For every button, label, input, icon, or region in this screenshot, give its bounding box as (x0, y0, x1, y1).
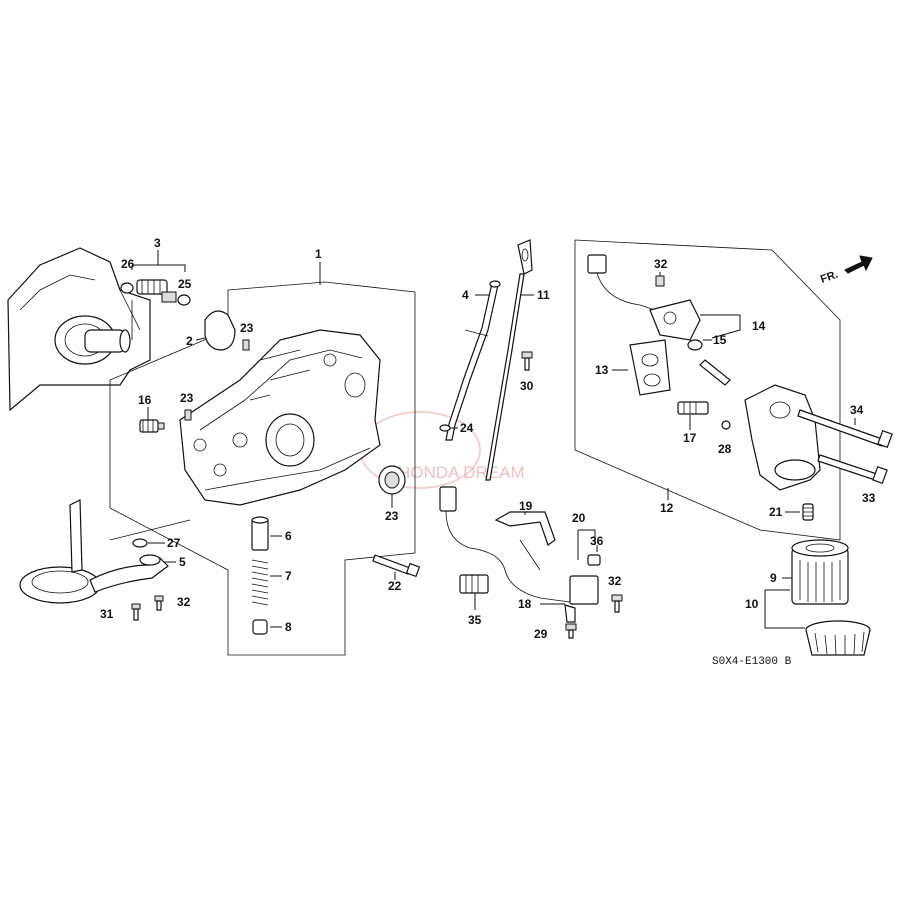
front-direction-label: FR. (819, 268, 840, 285)
dowel-pin-23a (242, 339, 250, 351)
dipstick-tube-4 (445, 280, 501, 441)
gasket-13 (629, 339, 671, 396)
screen-filter-17 (677, 359, 731, 415)
leader-10 (764, 589, 805, 629)
callout-32b: 32 (177, 595, 191, 609)
front-direction-arrow: FR. (819, 255, 873, 286)
callout-19: 19 (519, 499, 533, 513)
callout-33: 32 (608, 574, 622, 588)
oil-seal-24 (378, 465, 406, 495)
callout-4: 4 (462, 288, 469, 302)
callout-16: 16 (138, 393, 152, 407)
oil-strainer-5 (19, 499, 169, 604)
callout-1: 1 (315, 247, 322, 261)
leader-2 (195, 337, 206, 341)
oil-filter-base-frame (574, 239, 841, 541)
relief-valve-group (120, 279, 191, 306)
callout-31: 30 (520, 379, 534, 393)
sensor-harness (439, 486, 571, 603)
callout-23b: 23 (180, 391, 194, 405)
callout-35: 33 (862, 491, 876, 505)
diagram-code: S0X4-E1300 B (712, 656, 792, 668)
engine-block-fragment (7, 247, 151, 412)
callout-24: 23 (385, 509, 399, 523)
bolt-21 (802, 503, 814, 521)
callout-20: 20 (572, 511, 586, 525)
vtec-harness-34 (587, 254, 665, 311)
oil-pressure-switch-16 (139, 419, 165, 433)
callout-18: 18 (518, 597, 532, 611)
gasket-2 (204, 310, 236, 351)
callout-23a: 23 (240, 321, 254, 335)
callout-28: 27 (167, 536, 181, 550)
callout-30: 29 (534, 627, 548, 641)
oil-filter-base (744, 384, 893, 491)
callout-12: 12 (660, 501, 674, 515)
callout-14: 14 (752, 319, 766, 333)
callout-10: 10 (745, 597, 759, 611)
callout-22: 22 (388, 579, 402, 593)
bolt-32b (154, 595, 164, 611)
oil-pump-frame (109, 281, 416, 656)
watermark-text: HONDA DREAM (398, 463, 525, 482)
connector-37 (459, 574, 489, 594)
callout-6: 6 (285, 529, 292, 543)
callout-11: 11 (537, 288, 550, 302)
bolt-31 (521, 351, 533, 371)
dipstick-11 (485, 239, 533, 481)
o-ring-28 (132, 538, 148, 548)
o-ring-25 (439, 424, 451, 432)
filter-wrench (805, 620, 871, 656)
bolt-33 (611, 594, 623, 613)
callout-34: 32 (654, 257, 668, 271)
callout-3: 3 (154, 236, 161, 250)
callout-32a: 31 (100, 607, 114, 621)
callout-25: 24 (460, 421, 474, 435)
bolt-30 (565, 623, 577, 639)
o-ring-29 (721, 420, 731, 430)
callout-21: 21 (769, 505, 783, 519)
callout-15: 15 (713, 333, 727, 347)
leader-20 (577, 529, 596, 560)
callout-17: 17 (683, 431, 697, 445)
callout-27: 26 (121, 257, 135, 271)
bolt-32a (131, 603, 141, 621)
callout-7: 7 (285, 569, 292, 583)
callout-26: 25 (178, 277, 192, 291)
oil-filter-9 (791, 539, 849, 605)
callout-37: 35 (468, 613, 482, 627)
leader-3 (131, 250, 186, 272)
callout-29: 28 (718, 442, 732, 456)
leader-14 (700, 314, 741, 339)
callout-5: 5 (179, 555, 186, 569)
callout-9: 9 (770, 571, 777, 585)
callout-2: 2 (186, 334, 193, 348)
callout-13: 13 (595, 363, 609, 377)
oil-pump-body (179, 329, 381, 506)
dowel-pin-23b (184, 409, 192, 421)
callout-38: 36 (590, 534, 604, 548)
relief-valve-stack (251, 516, 269, 635)
sensor-20-group (564, 554, 601, 623)
bolt-22 (372, 554, 421, 578)
callout-8: 8 (285, 620, 292, 634)
strainer-dash (109, 519, 191, 541)
solenoid-14 (649, 299, 703, 351)
callout-36: 34 (850, 403, 864, 417)
